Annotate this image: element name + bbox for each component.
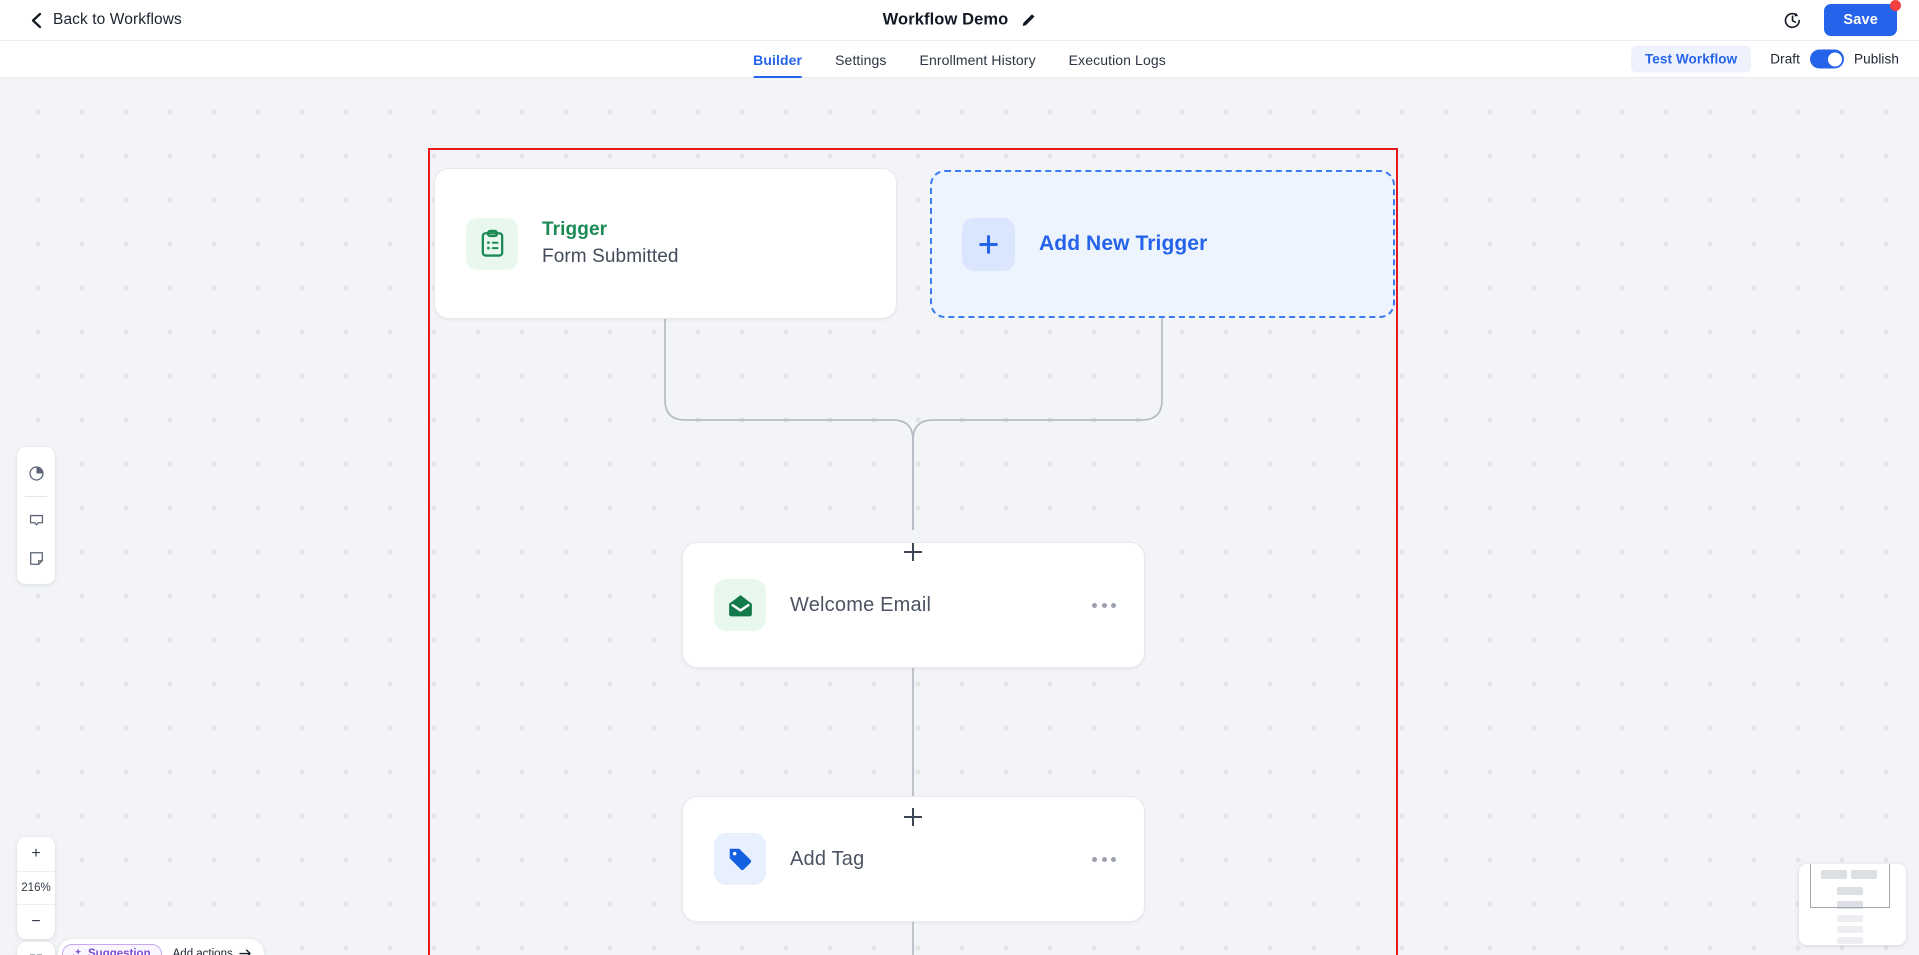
zoom-in-button[interactable]: +	[31, 845, 41, 862]
tab-list: Builder Settings Enrollment History Exec…	[753, 41, 1166, 78]
tab-execution-logs[interactable]: Execution Logs	[1069, 41, 1166, 78]
tab-settings-label: Settings	[835, 51, 887, 68]
pencil-icon[interactable]	[1021, 13, 1036, 28]
trigger-node-name: Form Submitted	[542, 246, 679, 267]
tab-builder-label: Builder	[753, 51, 803, 68]
pie-chart-tool-button[interactable]	[17, 454, 55, 492]
add-step-button-1[interactable]	[901, 540, 925, 564]
add-new-trigger-icon-wrap	[962, 217, 1015, 271]
trigger-node[interactable]: Trigger Form Submitted	[434, 168, 897, 319]
zoom-level-label: 216%	[17, 871, 55, 905]
header-actions: Save	[1783, 0, 1901, 36]
workflow-canvas[interactable]: Trigger Form Submitted Add New Trigger W…	[0, 78, 1919, 955]
tab-settings[interactable]: Settings	[835, 41, 886, 78]
trigger-node-texts: Trigger Form Submitted	[542, 219, 679, 268]
add-new-trigger-card[interactable]: Add New Trigger	[930, 170, 1395, 318]
canvas-tool-panel	[17, 447, 55, 584]
tool-panel-divider	[25, 496, 47, 497]
sparkle-icon	[73, 948, 82, 955]
comment-tool-button[interactable]	[17, 501, 55, 539]
minimap-node	[1821, 870, 1847, 879]
suggestion-pill[interactable]: Suggestion	[62, 943, 162, 955]
publish-toggle[interactable]	[1810, 49, 1845, 69]
pie-chart-icon	[28, 465, 44, 481]
minimap-node	[1851, 870, 1877, 879]
fit-to-screen-button[interactable]	[17, 942, 55, 955]
add-tag-icon-wrap	[714, 833, 766, 885]
back-to-workflows-label: Back to Workflows	[53, 11, 182, 28]
zoom-controls: + 216% −	[17, 837, 55, 939]
add-tag-label: Add Tag	[790, 847, 865, 870]
plus-icon	[979, 234, 998, 254]
save-button[interactable]: Save	[1824, 0, 1901, 36]
zoom-out-button[interactable]: −	[31, 913, 41, 930]
draft-label: Draft	[1770, 51, 1801, 67]
suggestion-bar: Suggestion Add actions	[58, 939, 264, 955]
ellipsis-icon[interactable]	[1092, 602, 1116, 608]
comment-bubble-icon	[29, 514, 43, 526]
page-title: Workflow Demo	[882, 10, 1009, 29]
minimap-viewport[interactable]	[1810, 864, 1890, 908]
trigger-node-icon-wrap	[466, 217, 518, 270]
add-step-button-2[interactable]	[901, 805, 925, 829]
clipboard-form-icon	[481, 229, 503, 257]
action-node-add-tag[interactable]: Add Tag	[682, 796, 1145, 922]
sticky-note-tool-button[interactable]	[17, 539, 55, 577]
draft-publish-toggle-group: Draft Publish	[1770, 49, 1899, 69]
clock-history-icon[interactable]	[1783, 11, 1802, 30]
ellipsis-icon[interactable]	[1092, 856, 1116, 862]
tab-bar-actions: Test Workflow Draft Publish	[1630, 45, 1899, 73]
trigger-node-kicker: Trigger	[542, 219, 608, 240]
tab-bar: Builder Settings Enrollment History Exec…	[0, 41, 1919, 78]
add-new-trigger-label: Add New Trigger	[1039, 232, 1208, 255]
back-to-workflows-link[interactable]: Back to Workflows	[30, 11, 182, 29]
top-header: Back to Workflows Workflow Demo Save	[0, 0, 1919, 41]
minimap-node	[1837, 926, 1863, 933]
minimap-node	[1837, 901, 1863, 909]
tab-execution-logs-label: Execution Logs	[1068, 51, 1166, 68]
minimap-node	[1837, 937, 1863, 944]
unsaved-changes-badge	[1890, 0, 1901, 11]
suggestion-pill-label: Suggestion	[88, 947, 151, 955]
open-envelope-icon	[728, 594, 752, 616]
workflow-title-group: Workflow Demo	[883, 11, 1037, 30]
add-actions-link[interactable]: Add actions	[173, 948, 252, 955]
chevron-left-icon	[31, 12, 42, 28]
tab-enrollment-history-label: Enrollment History	[919, 51, 1036, 68]
tag-icon	[729, 848, 752, 871]
welcome-email-label: Welcome Email	[790, 593, 932, 616]
arrow-right-icon	[239, 949, 251, 955]
publish-label: Publish	[1854, 51, 1899, 67]
add-actions-label: Add actions	[172, 947, 233, 955]
tab-builder[interactable]: Builder	[753, 41, 803, 78]
canvas-minimap[interactable]	[1799, 864, 1906, 945]
minimap-node	[1837, 915, 1863, 922]
save-button-label: Save	[1843, 12, 1878, 28]
minimap-node	[1837, 887, 1863, 895]
test-workflow-button[interactable]: Test Workflow	[1630, 45, 1752, 73]
sticky-note-icon	[29, 551, 43, 565]
welcome-email-icon-wrap	[714, 579, 766, 631]
tab-enrollment-history[interactable]: Enrollment History	[920, 41, 1036, 78]
action-node-welcome-email[interactable]: Welcome Email	[682, 542, 1145, 668]
toggle-knob	[1827, 52, 1842, 66]
